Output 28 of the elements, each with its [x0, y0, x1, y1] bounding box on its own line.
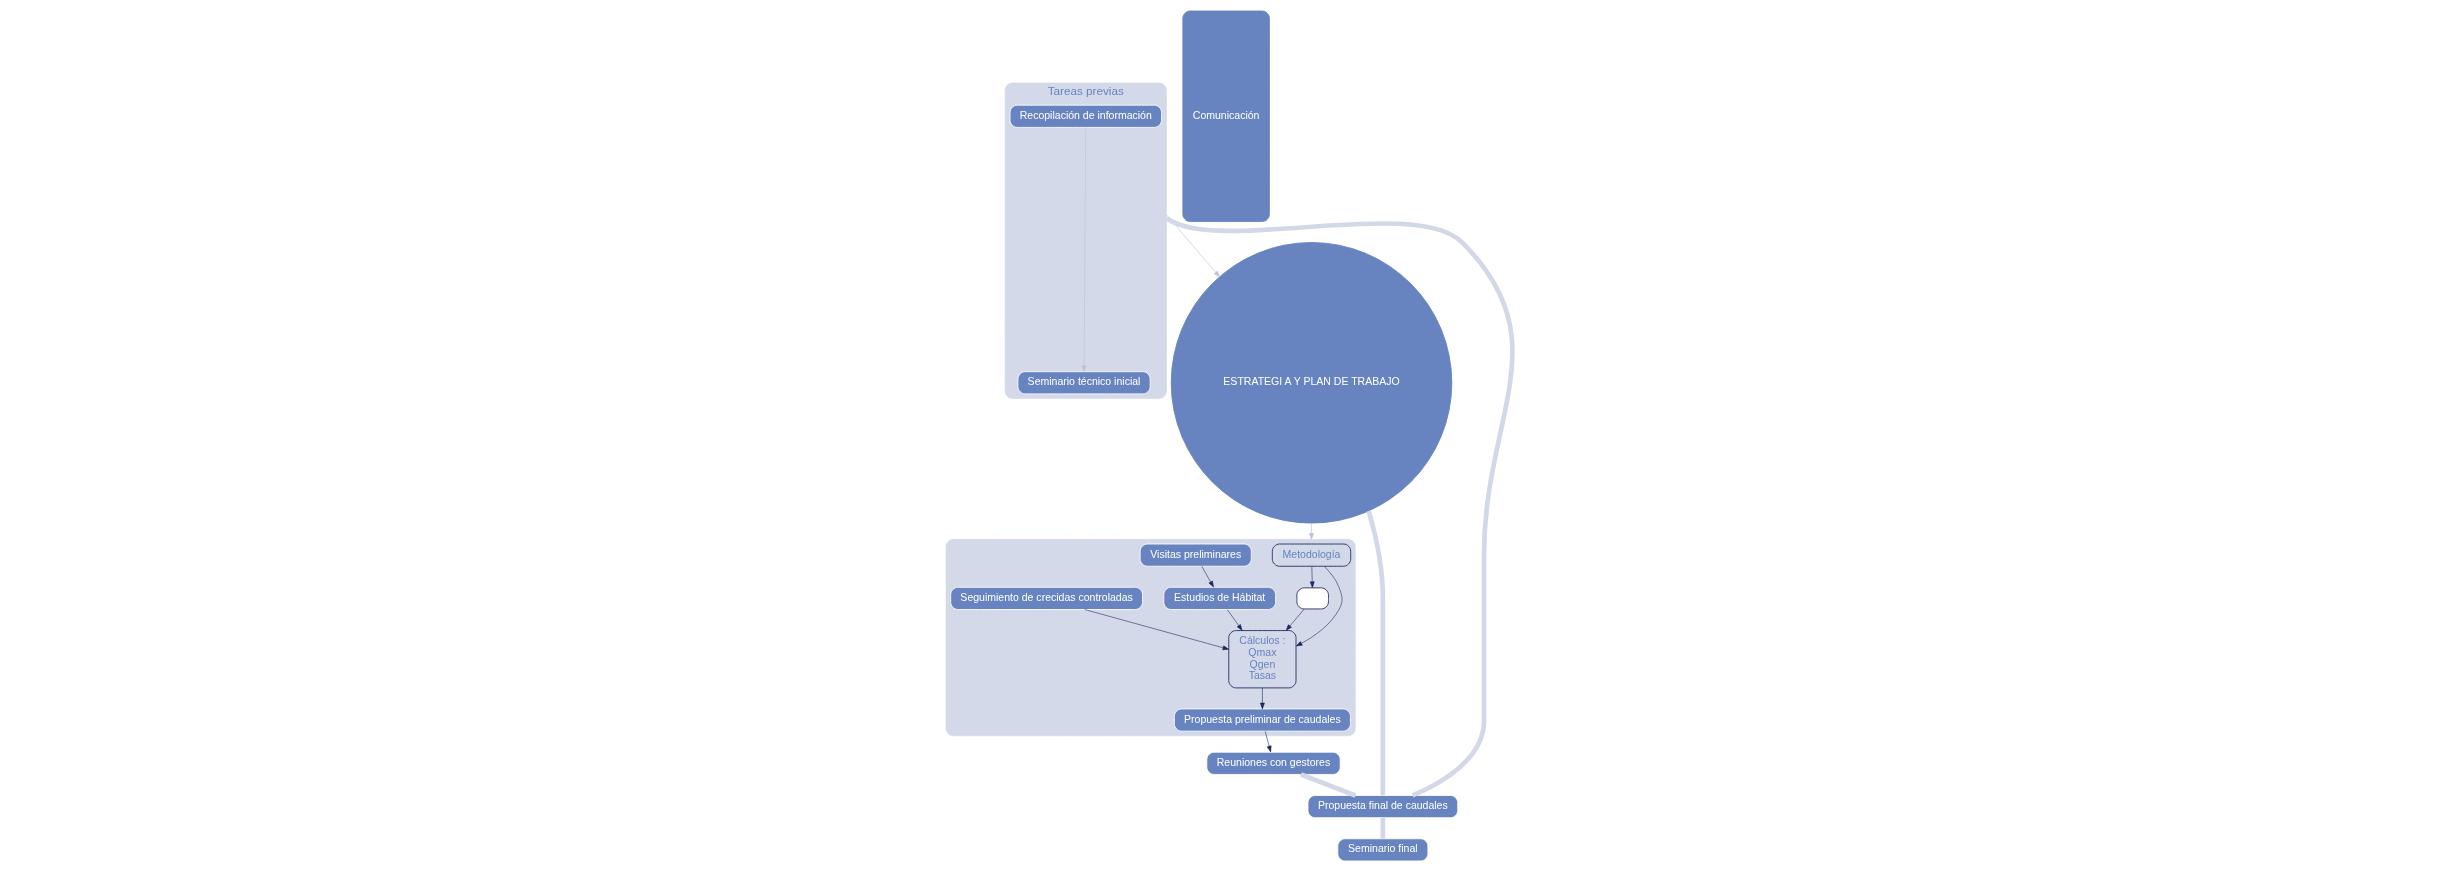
arrow: [1285, 608, 1304, 631]
arrow: [1226, 609, 1242, 631]
node-box: Recopilación de información: [1009, 104, 1162, 128]
node-box: Propuesta preliminar de caudales: [1173, 708, 1351, 732]
arrow: [1201, 566, 1214, 588]
arrow: [1295, 566, 1342, 647]
node-box: Metodología: [1271, 543, 1351, 567]
node-box: [1295, 587, 1329, 610]
connector: [1365, 510, 1385, 796]
connector: [1380, 817, 1385, 839]
cluster: [945, 539, 1356, 737]
arrow: [1259, 687, 1265, 710]
arrow: [1083, 609, 1229, 651]
node-box: Reuniones con gestores: [1205, 751, 1341, 775]
node-box: Comunicación: [1181, 10, 1270, 222]
node-box: Estudios de Hábitat: [1162, 586, 1276, 610]
node-circle: ESTRATEGI A Y PLAN DE TRABAJO: [1170, 242, 1452, 524]
node-box: Seminario técnico inicial: [1017, 371, 1151, 395]
arrow: [1309, 566, 1315, 588]
node-box: Propuesta final de caudales: [1307, 795, 1458, 819]
arrow: [1264, 730, 1271, 753]
node-box: Seminario final: [1336, 838, 1428, 862]
connector: [1299, 772, 1356, 798]
arrow: [1308, 522, 1314, 540]
node-box: Seguimiento de crecidas controladas: [949, 586, 1143, 610]
arrow: [1081, 127, 1086, 372]
node-box: Visitas preliminares: [1139, 543, 1252, 567]
node-box: Cálculos : Qmax Qgen Tasas: [1227, 630, 1296, 689]
